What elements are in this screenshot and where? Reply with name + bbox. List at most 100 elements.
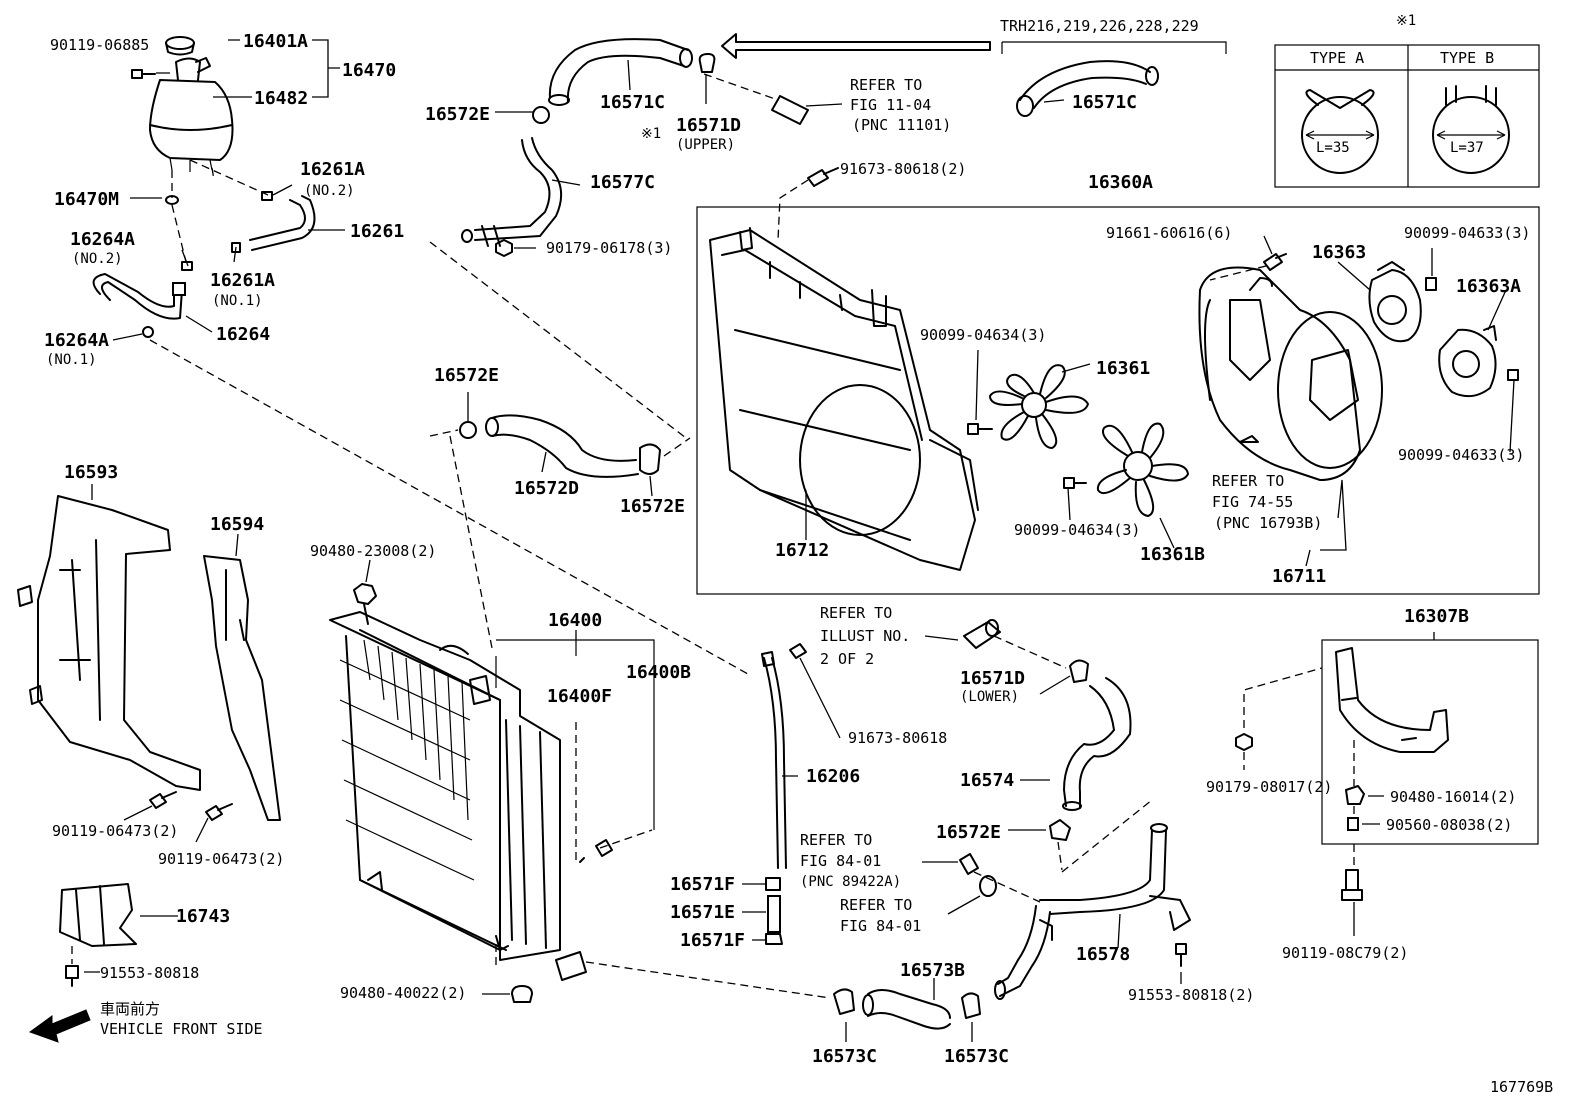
bolt-90119-06885 — [131, 69, 156, 79]
table-type-a: TYPE A — [1310, 49, 1364, 67]
label-16594: 16594 — [210, 514, 264, 535]
label-91553-80818-b: 91553-80818(2) — [1128, 986, 1254, 1004]
label-16261: 16261 — [350, 221, 404, 242]
label-91673-80618-2: 91673-80618(2) — [840, 160, 966, 178]
clamp-16264A-no1 — [142, 326, 154, 338]
deflector-16594 — [203, 555, 281, 821]
label-90119-06885: 90119-06885 — [50, 36, 149, 54]
reserve-tank — [149, 57, 234, 172]
bolt-91553-80818-b — [1175, 943, 1187, 967]
label-90099-04634-b: 90099-04634(3) — [1014, 521, 1140, 539]
fan-16361B — [1096, 422, 1189, 517]
label-90099-04633-top: 90099-04633(3) — [1404, 224, 1530, 242]
fan-shroud-group — [696, 167, 1540, 595]
nut-90179-06178 — [495, 239, 513, 257]
label-90179-06178: 90179-06178(3) — [546, 239, 672, 257]
label-16360A: 16360A — [1088, 172, 1153, 193]
note-mark-upper: ※1 — [641, 126, 661, 142]
label-16482: 16482 — [254, 88, 308, 109]
refer-84-01-a-line1: REFER TO — [800, 831, 872, 849]
motor-16363A — [1438, 325, 1497, 398]
bolt-90119-06473-b — [205, 803, 233, 821]
clamp-16572E-left — [459, 421, 477, 439]
diagram-id: 167769B — [1490, 1078, 1553, 1096]
shroud-16711 — [1198, 266, 1383, 481]
reserve-tank-group — [92, 36, 345, 341]
clamp-16261A-no2 — [261, 191, 273, 201]
label-16743: 16743 — [176, 906, 230, 927]
shroud-16712 — [709, 227, 979, 571]
label-16571F-upper: 16571F — [670, 874, 735, 895]
applicability-note: TRH216,219,226,228,229 — [1000, 17, 1199, 35]
label-16577C: 16577C — [590, 172, 655, 193]
refer-illust-line3: 2 OF 2 — [820, 650, 874, 668]
label-16264A-no2: 16264A — [70, 229, 135, 250]
callout-labels: 16401A 16470 16482 90119-06885 16470M 16… — [44, 13, 1553, 1096]
bracket-16307B-group — [1321, 632, 1539, 845]
clamp-16572E-lower — [1049, 819, 1071, 841]
label-16470M: 16470M — [54, 189, 119, 210]
clamp-16572E-upper — [532, 106, 550, 124]
clamp-16573C-left — [833, 988, 855, 1015]
clamp-16571D-upper — [698, 53, 716, 73]
label-91553-80818-a: 91553-80818 — [100, 964, 199, 982]
table-note-mark: ※1 — [1396, 13, 1416, 29]
label-16572E-left: 16572E — [434, 365, 499, 386]
label-16361: 16361 — [1096, 358, 1150, 379]
label-16261A-no2: 16261A — [300, 159, 365, 180]
label-90119-06473-a: 90119-06473(2) — [52, 822, 178, 840]
deflector-16593 — [17, 495, 201, 791]
refer-11-04-line1: REFER TO — [850, 76, 922, 94]
bolt-90099-04634-a — [967, 423, 993, 435]
hose-16264 — [92, 273, 186, 320]
pipe-16206 — [761, 651, 787, 869]
label-16363: 16363 — [1312, 242, 1366, 263]
label-16206: 16206 — [806, 766, 860, 787]
clamp-16573C-right — [961, 992, 981, 1019]
label-90119-08C79: 90119-08C79(2) — [1282, 944, 1408, 962]
radiator-16400 — [329, 611, 613, 981]
table-type-b: TYPE B — [1440, 49, 1494, 67]
label-16400F: 16400F — [547, 686, 612, 707]
label-16571D-upper-sub: (UPPER) — [676, 137, 735, 153]
clamp-16264A-no2 — [181, 261, 193, 271]
guide-16743 — [59, 883, 137, 947]
label-16470: 16470 — [342, 60, 396, 81]
refer-illust-line1: REFER TO — [820, 604, 892, 622]
refer-11-04-line3: (PNC 11101) — [852, 116, 951, 134]
sensor-ref-84-01 — [922, 853, 979, 875]
label-16400: 16400 — [548, 610, 602, 631]
table-size-a: L=35 — [1316, 140, 1350, 156]
pipe-16577C — [461, 137, 563, 247]
clamp-16571F-upper — [765, 877, 781, 891]
hose-16571C-variant — [1016, 60, 1159, 117]
vehicle-front-arrow — [28, 1009, 91, 1043]
bolt-90099-04633-b — [1507, 369, 1519, 381]
label-16573C-left: 16573C — [812, 1046, 877, 1067]
cushion-90480-23008 — [353, 583, 377, 625]
label-16571E: 16571E — [670, 902, 735, 923]
pipe-16578 — [994, 823, 1191, 1000]
label-90119-06473-b: 90119-06473(2) — [158, 850, 284, 868]
clamp-16571D-lower — [1069, 659, 1089, 683]
bolt-90119-08C79 — [1341, 869, 1363, 901]
label-16363A: 16363A — [1456, 276, 1521, 297]
label-16261A-no2-sub: (NO.2) — [304, 183, 355, 199]
refer-74-55-line3: (PNC 16793B) — [1214, 514, 1322, 532]
label-90560-08038: 90560-08038(2) — [1386, 816, 1512, 834]
label-16712: 16712 — [775, 540, 829, 561]
label-16571C: 16571C — [600, 92, 665, 113]
bolt-91553-80818-a — [65, 965, 79, 987]
bolt-90119-06473-a — [149, 791, 177, 809]
label-16571C-variant: 16571C — [1072, 92, 1137, 113]
refer-84-01-a-line3: (PNC 89422A) — [800, 874, 901, 890]
upper-hose-group — [461, 33, 1227, 257]
clamp-16261A-no1 — [231, 242, 241, 253]
label-16571D-lower: 16571D — [960, 668, 1025, 689]
front-arrow-top — [721, 33, 991, 59]
label-91661-60616: 91661-60616(6) — [1106, 224, 1232, 242]
label-16261A-no1: 16261A — [210, 270, 275, 291]
label-90099-04634-a: 90099-04634(3) — [920, 326, 1046, 344]
label-16578: 16578 — [1076, 944, 1130, 965]
refer-74-55-line1: REFER TO — [1212, 472, 1284, 490]
